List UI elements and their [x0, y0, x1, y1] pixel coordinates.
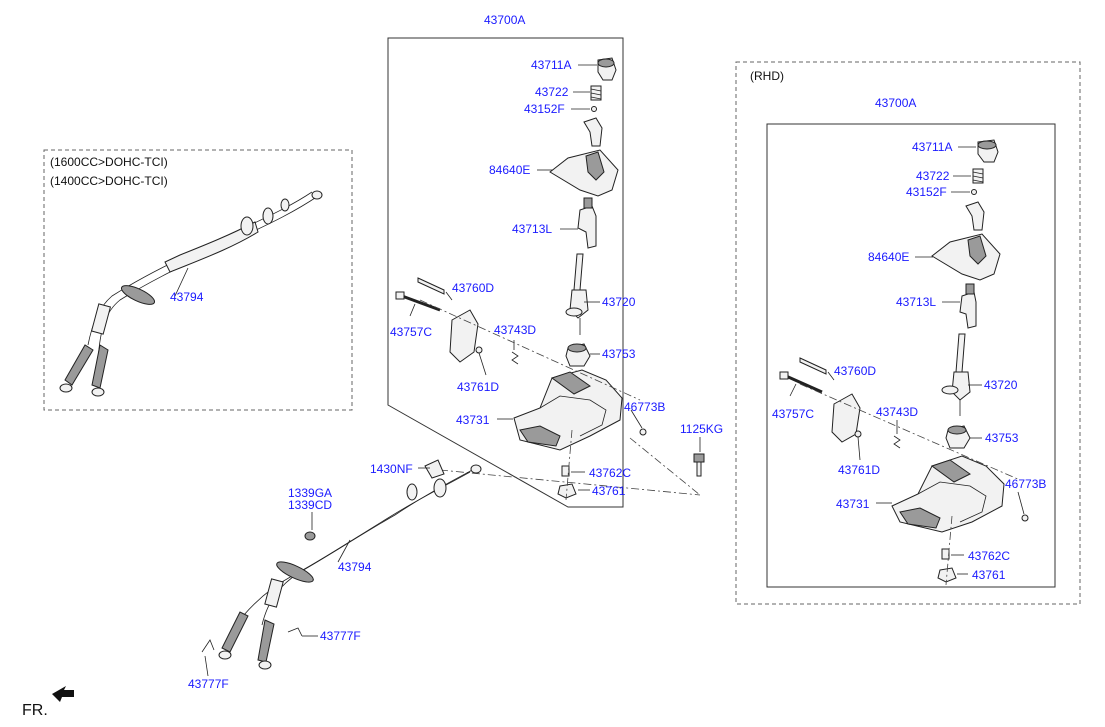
front-arrow-icon — [52, 686, 74, 702]
left-variant-frame — [43, 149, 353, 411]
rhd-pin2-shape — [854, 430, 862, 438]
left-cable-assembly — [59, 190, 323, 397]
grommet-a-label[interactable]: 1339GA — [288, 486, 332, 500]
rhd-spring-shape — [972, 168, 984, 184]
rhd-pin2-label[interactable]: 43761D — [838, 463, 880, 477]
rhd-plate-label[interactable]: 43760D — [834, 364, 876, 378]
rhd-lever-label[interactable]: 43720 — [984, 378, 1018, 392]
bolt-ext-label[interactable]: 1125KG — [680, 422, 723, 436]
main-bush-label[interactable]: 43753 — [602, 347, 636, 361]
clip-pin-a-label[interactable]: 43777F — [320, 629, 361, 643]
rhd-assembly-frame — [766, 123, 1056, 588]
main-spring2-label[interactable]: 43743D — [494, 323, 536, 337]
lever-top-shape — [583, 117, 603, 147]
grommet-shape — [304, 531, 316, 541]
rhd-washer-shape — [1021, 514, 1029, 522]
rhd-collar-label[interactable]: 43762C — [968, 549, 1010, 563]
variant-label-2: (1400CC>DOHC-TCI) — [50, 174, 168, 188]
main-plate-label[interactable]: 43760D — [452, 281, 494, 295]
cable-main-label[interactable]: 43794 — [338, 560, 372, 574]
bush-shape — [565, 343, 591, 367]
lever-shape — [565, 253, 589, 335]
rhd-lever-shape — [941, 333, 971, 416]
knob-shape — [597, 57, 617, 81]
washer-shape — [639, 428, 647, 436]
main-assembly-label[interactable]: 43700A — [484, 13, 525, 27]
main-pin2-label[interactable]: 43761D — [457, 380, 499, 394]
clip-pin-shape-b — [201, 639, 215, 653]
clip-label[interactable]: 1430NF — [370, 462, 413, 476]
rhd-assembly-label[interactable]: 43700A — [875, 96, 916, 110]
main-washer-label[interactable]: 46773B — [624, 400, 665, 414]
housing-shape — [513, 369, 623, 451]
rhd-housing-label[interactable]: 43731 — [836, 497, 870, 511]
main-pin-label[interactable]: 43152F — [524, 102, 565, 116]
rhd-bolt-shape — [779, 371, 823, 394]
clip-shape — [424, 459, 445, 479]
rhd-pin-label[interactable]: 43152F — [906, 185, 947, 199]
bolt-ext-shape — [693, 453, 705, 477]
rhd-housing-shape — [891, 455, 1005, 533]
rhd-spring-label[interactable]: 43722 — [916, 169, 950, 183]
grommet-b-label[interactable]: 1339CD — [288, 498, 332, 512]
main-spring-label[interactable]: 43722 — [535, 85, 569, 99]
main-assembly-frame — [387, 37, 624, 508]
rhd-collar-shape — [941, 548, 950, 560]
cable-left-label[interactable]: 43794 — [170, 290, 204, 304]
rhd-bolt-label[interactable]: 43757C — [772, 407, 814, 421]
main-lever-label[interactable]: 43720 — [602, 295, 636, 309]
main-bolt-label[interactable]: 43757C — [390, 325, 432, 339]
main-boot-label[interactable]: 84640E — [489, 163, 530, 177]
rhd-lever-upper-label[interactable]: 43713L — [896, 295, 936, 309]
rhd-boot-shape — [931, 233, 1001, 281]
main-housing-label[interactable]: 43731 — [456, 413, 490, 427]
pin-shape — [591, 106, 597, 112]
rhd-spring2-shape — [893, 435, 901, 449]
rhd-boot-label[interactable]: 84640E — [868, 250, 909, 264]
rhd-plate-bracket-shape — [799, 357, 861, 443]
rhd-lever-top-shape — [965, 201, 985, 231]
rhd-lever-upper-shape — [959, 283, 977, 329]
rhd-pin-shape — [971, 189, 977, 195]
main-cable-assembly — [218, 464, 482, 670]
rhd-knob-shape — [977, 139, 999, 163]
rhd-label: (RHD) — [750, 69, 784, 83]
bolt-shape — [395, 291, 441, 312]
main-nut-label[interactable]: 43761 — [592, 484, 626, 498]
main-collar-label[interactable]: 43762C — [589, 466, 631, 480]
variant-label-1: (1600CC>DOHC-TCI) — [50, 155, 168, 169]
rhd-bush-shape — [945, 425, 971, 449]
spring-shape — [590, 85, 602, 101]
rhd-frame — [735, 61, 1081, 605]
spring2-shape — [511, 351, 519, 365]
main-knob-label[interactable]: 43711A — [531, 58, 571, 72]
nut-shape — [557, 483, 577, 499]
rhd-washer-label[interactable]: 46773B — [1005, 477, 1046, 491]
pin2-shape — [475, 346, 483, 354]
main-lever-upper-label[interactable]: 43713L — [512, 222, 552, 236]
rhd-nut-label[interactable]: 43761 — [972, 568, 1006, 582]
rhd-bush-label[interactable]: 43753 — [985, 431, 1019, 445]
lever-upper-shape — [577, 197, 597, 249]
collar-shape — [561, 465, 570, 477]
boot-shape — [549, 149, 619, 197]
clip-pin-b-label[interactable]: 43777F — [188, 677, 229, 691]
front-label: FR. — [22, 702, 48, 719]
clip-pin-shape-a — [287, 627, 303, 637]
rhd-spring2-label[interactable]: 43743D — [876, 405, 918, 419]
rhd-knob-label[interactable]: 43711A — [912, 140, 952, 154]
